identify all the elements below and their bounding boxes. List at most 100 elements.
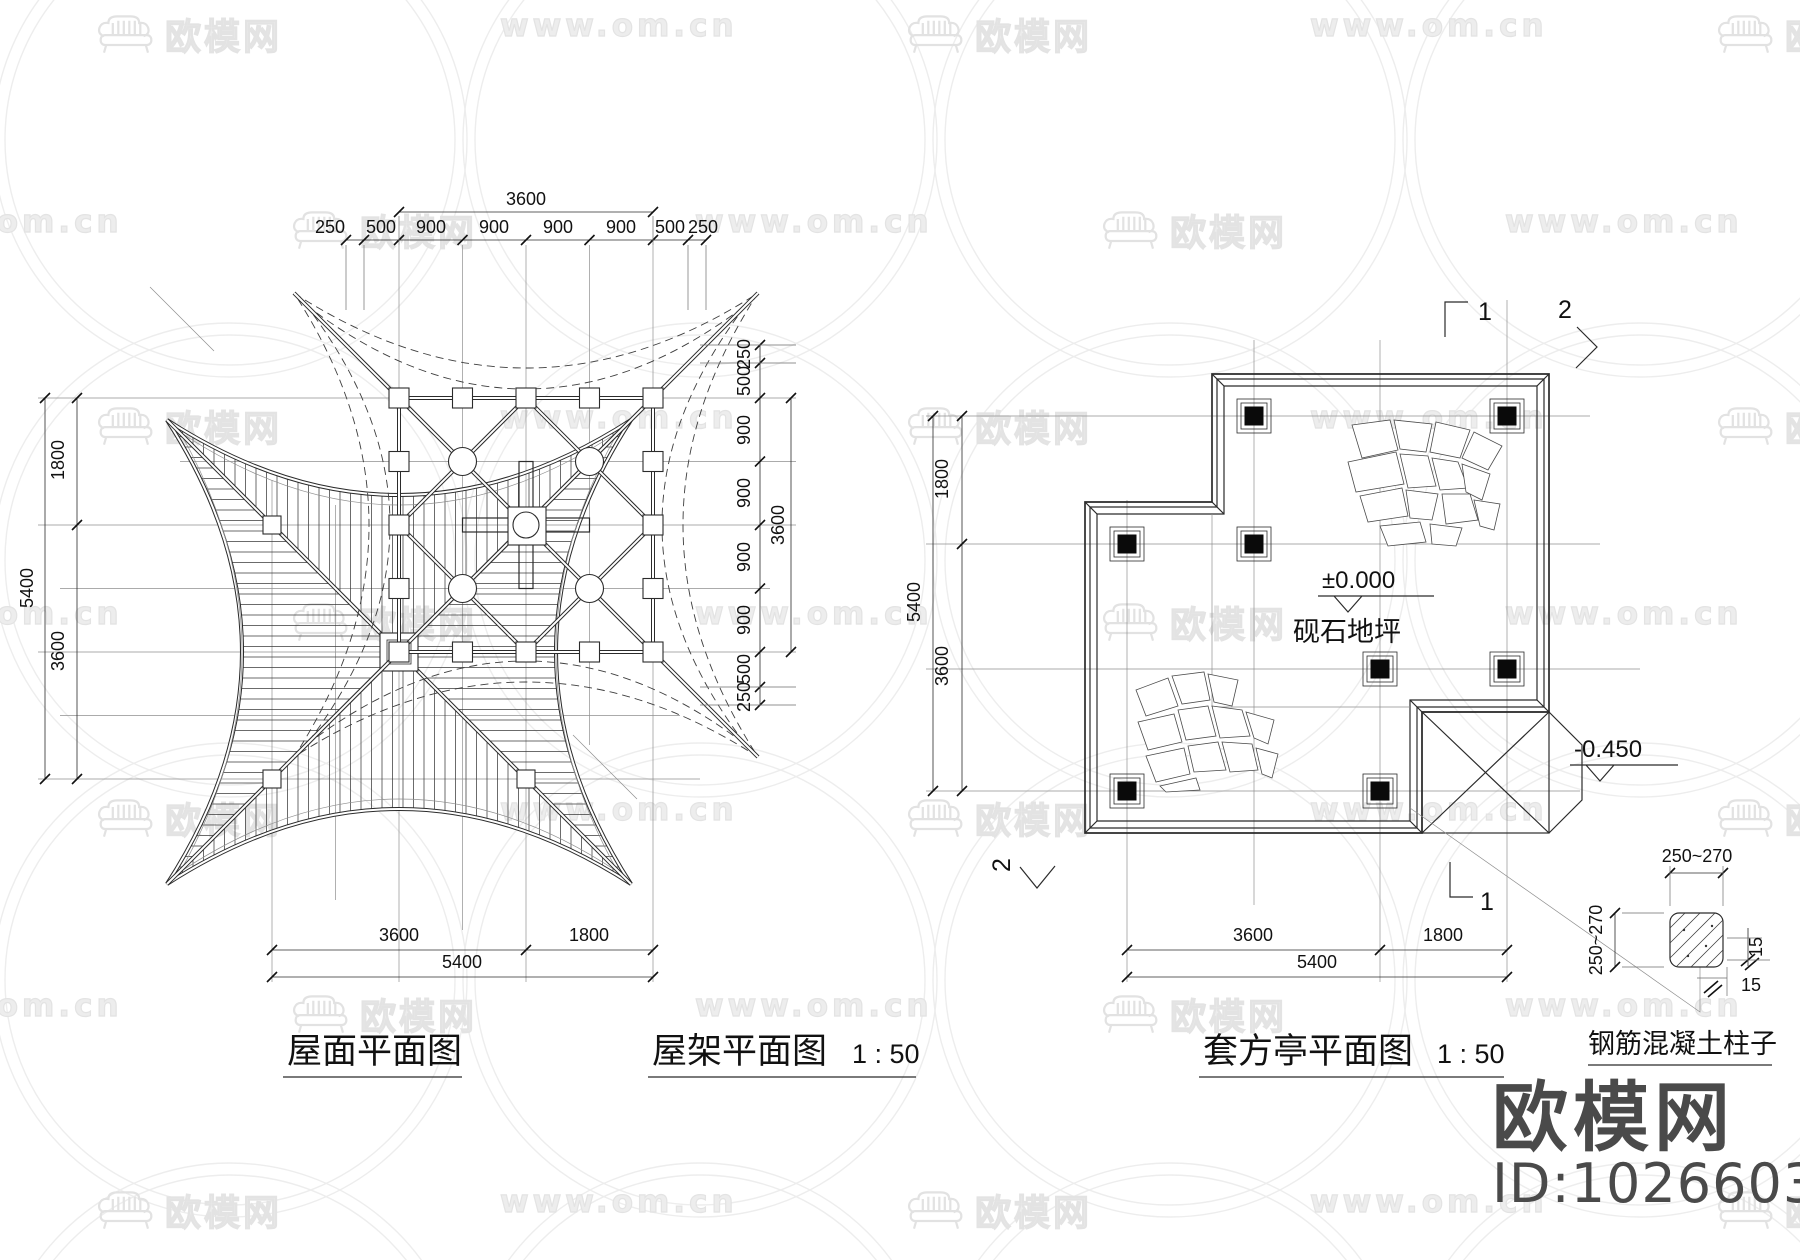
frame-plan-title: 屋架平面图 — [652, 1032, 827, 1071]
sofa-icon — [1717, 15, 1773, 54]
dim-500: 500 — [655, 217, 685, 237]
dim-900: 900 — [479, 217, 509, 237]
dims-frame-top: 3600 250 500 900 900 900 900 500 250 — [315, 189, 718, 310]
logo-brand-text: 欧模网 — [1492, 1073, 1735, 1162]
level-down-text: -0.450 — [1574, 736, 1642, 763]
watermark-tile: 欧模网 — [905, 1184, 1092, 1236]
section-marker-1-bottom: 1 — [1449, 862, 1494, 916]
watermark-url: www.om.cn — [694, 203, 933, 240]
watermark-tile: www.om.cn — [499, 7, 738, 44]
logo-id-text: ID:1026603 — [1492, 1152, 1800, 1215]
watermark-tile: www.om.cn — [499, 791, 738, 828]
watermark-tile: www.om.cn — [694, 203, 933, 240]
watermark-brand: 欧模网 — [359, 996, 478, 1038]
sofa-icon — [1102, 603, 1158, 642]
dim-3600: 3600 — [1233, 925, 1273, 945]
watermark-tile: www.om.cn — [499, 1183, 738, 1220]
level-annotation-zero: ±0.000 — [1318, 567, 1434, 613]
pavilion-plan: ±0.000 砚石地坪 -0.450 1 1 2 2 — [988, 296, 1701, 1013]
dim-5400: 5400 — [442, 952, 482, 972]
watermark-brand: 欧模网 — [164, 1192, 283, 1234]
dim-3600-right: 3600 — [768, 505, 788, 545]
watermark-tile: 欧模网 — [905, 792, 1092, 844]
watermark-url: www.om.cn — [0, 595, 123, 632]
watermark-url: www.om.cn — [1309, 791, 1548, 828]
site-logo: 欧模网 ID:1026603 — [1492, 1080, 1800, 1213]
dim-250-270: 250~270 — [1586, 905, 1606, 976]
sofa-icon — [1717, 1191, 1773, 1230]
watermark-tile: 欧模网 — [95, 1184, 282, 1236]
dim-15: 15 — [1741, 975, 1761, 995]
watermark-brand: 欧模网 — [974, 1192, 1093, 1234]
dim-250: 250 — [688, 217, 718, 237]
step-platform — [1421, 711, 1583, 834]
watermark-tile: www.om.cn — [0, 987, 123, 1024]
watermark-tile: 欧模网 — [290, 988, 477, 1040]
watermark-url: www.om.cn — [499, 1183, 738, 1220]
dim-250: 250 — [734, 339, 754, 369]
level-zero-text: ±0.000 — [1322, 567, 1395, 594]
watermark-tile: 欧模网 — [1715, 792, 1800, 844]
dim-500: 500 — [734, 654, 754, 684]
paving-label: 砚石地坪 — [1293, 617, 1401, 647]
dim-3600: 3600 — [379, 925, 419, 945]
watermark-brand: 欧模网 — [164, 16, 283, 58]
sofa-icon — [907, 799, 963, 838]
watermark-tile: 欧模网 — [1100, 988, 1287, 1040]
watermark-brand: 欧模网 — [974, 800, 1093, 842]
dim-900: 900 — [734, 605, 754, 635]
dim-5400: 5400 — [17, 568, 37, 608]
dims-roof-left: 1800 3600 5400 — [17, 392, 83, 785]
sofa-icon — [97, 1191, 153, 1230]
sofa-icon — [97, 799, 153, 838]
dim-250: 250 — [734, 682, 754, 712]
watermark-brand: 欧模网 — [1169, 604, 1288, 646]
watermark-tile: 欧模网 — [905, 8, 1092, 60]
watermark-brand: 欧模网 — [1169, 212, 1288, 254]
watermark-url: www.om.cn — [499, 791, 738, 828]
frame-plan-scale: 1 : 50 — [852, 1039, 920, 1069]
marker-2-text: 2 — [1558, 296, 1572, 324]
dim-900: 900 — [606, 217, 636, 237]
level-annotation-down: -0.450 — [1570, 736, 1678, 782]
watermark-tile: www.om.cn — [1309, 1183, 1548, 1220]
watermark-brand: 欧模网 — [359, 212, 478, 254]
frame-plan — [292, 291, 760, 759]
sofa-icon — [97, 15, 153, 54]
dim-15: 15 — [1746, 937, 1766, 957]
watermark-brand: 欧模网 — [1784, 792, 1800, 844]
watermark-brand: 欧模网 — [1169, 996, 1288, 1038]
watermark-brand: 欧模网 — [974, 16, 1093, 58]
watermark-url: www.om.cn — [0, 987, 123, 1024]
sofa-icon — [292, 995, 348, 1034]
dim-3600-top: 3600 — [506, 189, 546, 209]
pavilion-plan-title: 套方亭平面图 — [1203, 1032, 1413, 1071]
drawing-titles: 屋面平面图 屋架平面图 1 : 50 套方亭平面图 1 : 50 钢筋混凝土柱子 — [283, 1029, 1777, 1078]
watermark-tile: 欧模网 — [1100, 596, 1287, 648]
dims-pavilion-bottom: 3600 1800 5400 — [1121, 925, 1513, 983]
sofa-icon — [1102, 211, 1158, 250]
sofa-icon — [97, 407, 153, 446]
frame-posts — [388, 387, 664, 663]
watermark-tile: www.om.cn — [694, 595, 933, 632]
watermark-brand: 欧模网 — [1784, 400, 1800, 452]
concrete-hatch — [1670, 913, 1723, 967]
watermark-tile: 欧模网 — [905, 400, 1092, 452]
dim-1800: 1800 — [569, 925, 609, 945]
watermark-tile: www.om.cn — [0, 203, 123, 240]
pavilion-grid — [926, 300, 1640, 982]
watermark-tile: 欧模网 — [1715, 400, 1800, 452]
section-marker-2-top: 2 — [1558, 296, 1598, 369]
watermark-url: www.om.cn — [694, 595, 933, 632]
watermark-tile: 欧模网 — [95, 8, 282, 60]
watermark-url: www.om.cn — [1504, 203, 1743, 240]
watermark-url: www.om.cn — [1309, 7, 1548, 44]
dims-pavilion-left: 1800 3600 5400 — [904, 410, 968, 797]
watermark-brand: 欧模网 — [1784, 8, 1800, 60]
sofa-icon — [1717, 799, 1773, 838]
watermark-brand: 欧模网 — [1784, 1184, 1800, 1236]
sofa-icon — [907, 1191, 963, 1230]
dim-900: 900 — [734, 478, 754, 508]
